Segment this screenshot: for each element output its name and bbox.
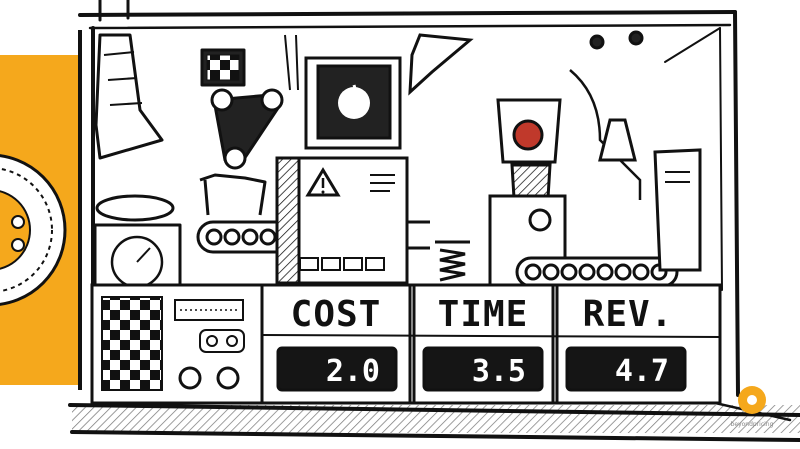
- time-metric: TIME 3.5: [422, 294, 544, 392]
- metrics-panel: COST 2.0 TIME 3.5 REV. 4.7: [260, 283, 722, 405]
- jar-machine: [488, 30, 644, 288]
- time-value: 3.5: [472, 354, 526, 389]
- warning-box: [275, 156, 430, 285]
- time-label: TIME: [438, 294, 529, 335]
- watermark: beyondpricing: [731, 386, 774, 428]
- cabinet-frame: [68, 0, 800, 442]
- warning-icon: [305, 167, 341, 197]
- right-conveyor: [515, 148, 702, 288]
- robot-arm: [199, 34, 299, 216]
- apple-icon: [338, 84, 370, 119]
- monitor: [304, 33, 474, 150]
- spring: [435, 240, 470, 288]
- rev-value: 4.7: [615, 354, 669, 389]
- rev-metric: REV. 4.7: [565, 294, 687, 392]
- gear-wheel-section: [0, 30, 82, 390]
- cost-value: 2.0: [326, 354, 380, 389]
- rev-label: REV.: [583, 294, 674, 335]
- cost-metric: COST 2.0: [276, 294, 398, 392]
- watermark-logo-icon: [738, 386, 766, 414]
- funnel-and-scale: [93, 33, 182, 289]
- watermark-text: beyondpricing: [731, 421, 774, 428]
- control-panel: [90, 283, 264, 405]
- cost-label: COST: [291, 294, 382, 335]
